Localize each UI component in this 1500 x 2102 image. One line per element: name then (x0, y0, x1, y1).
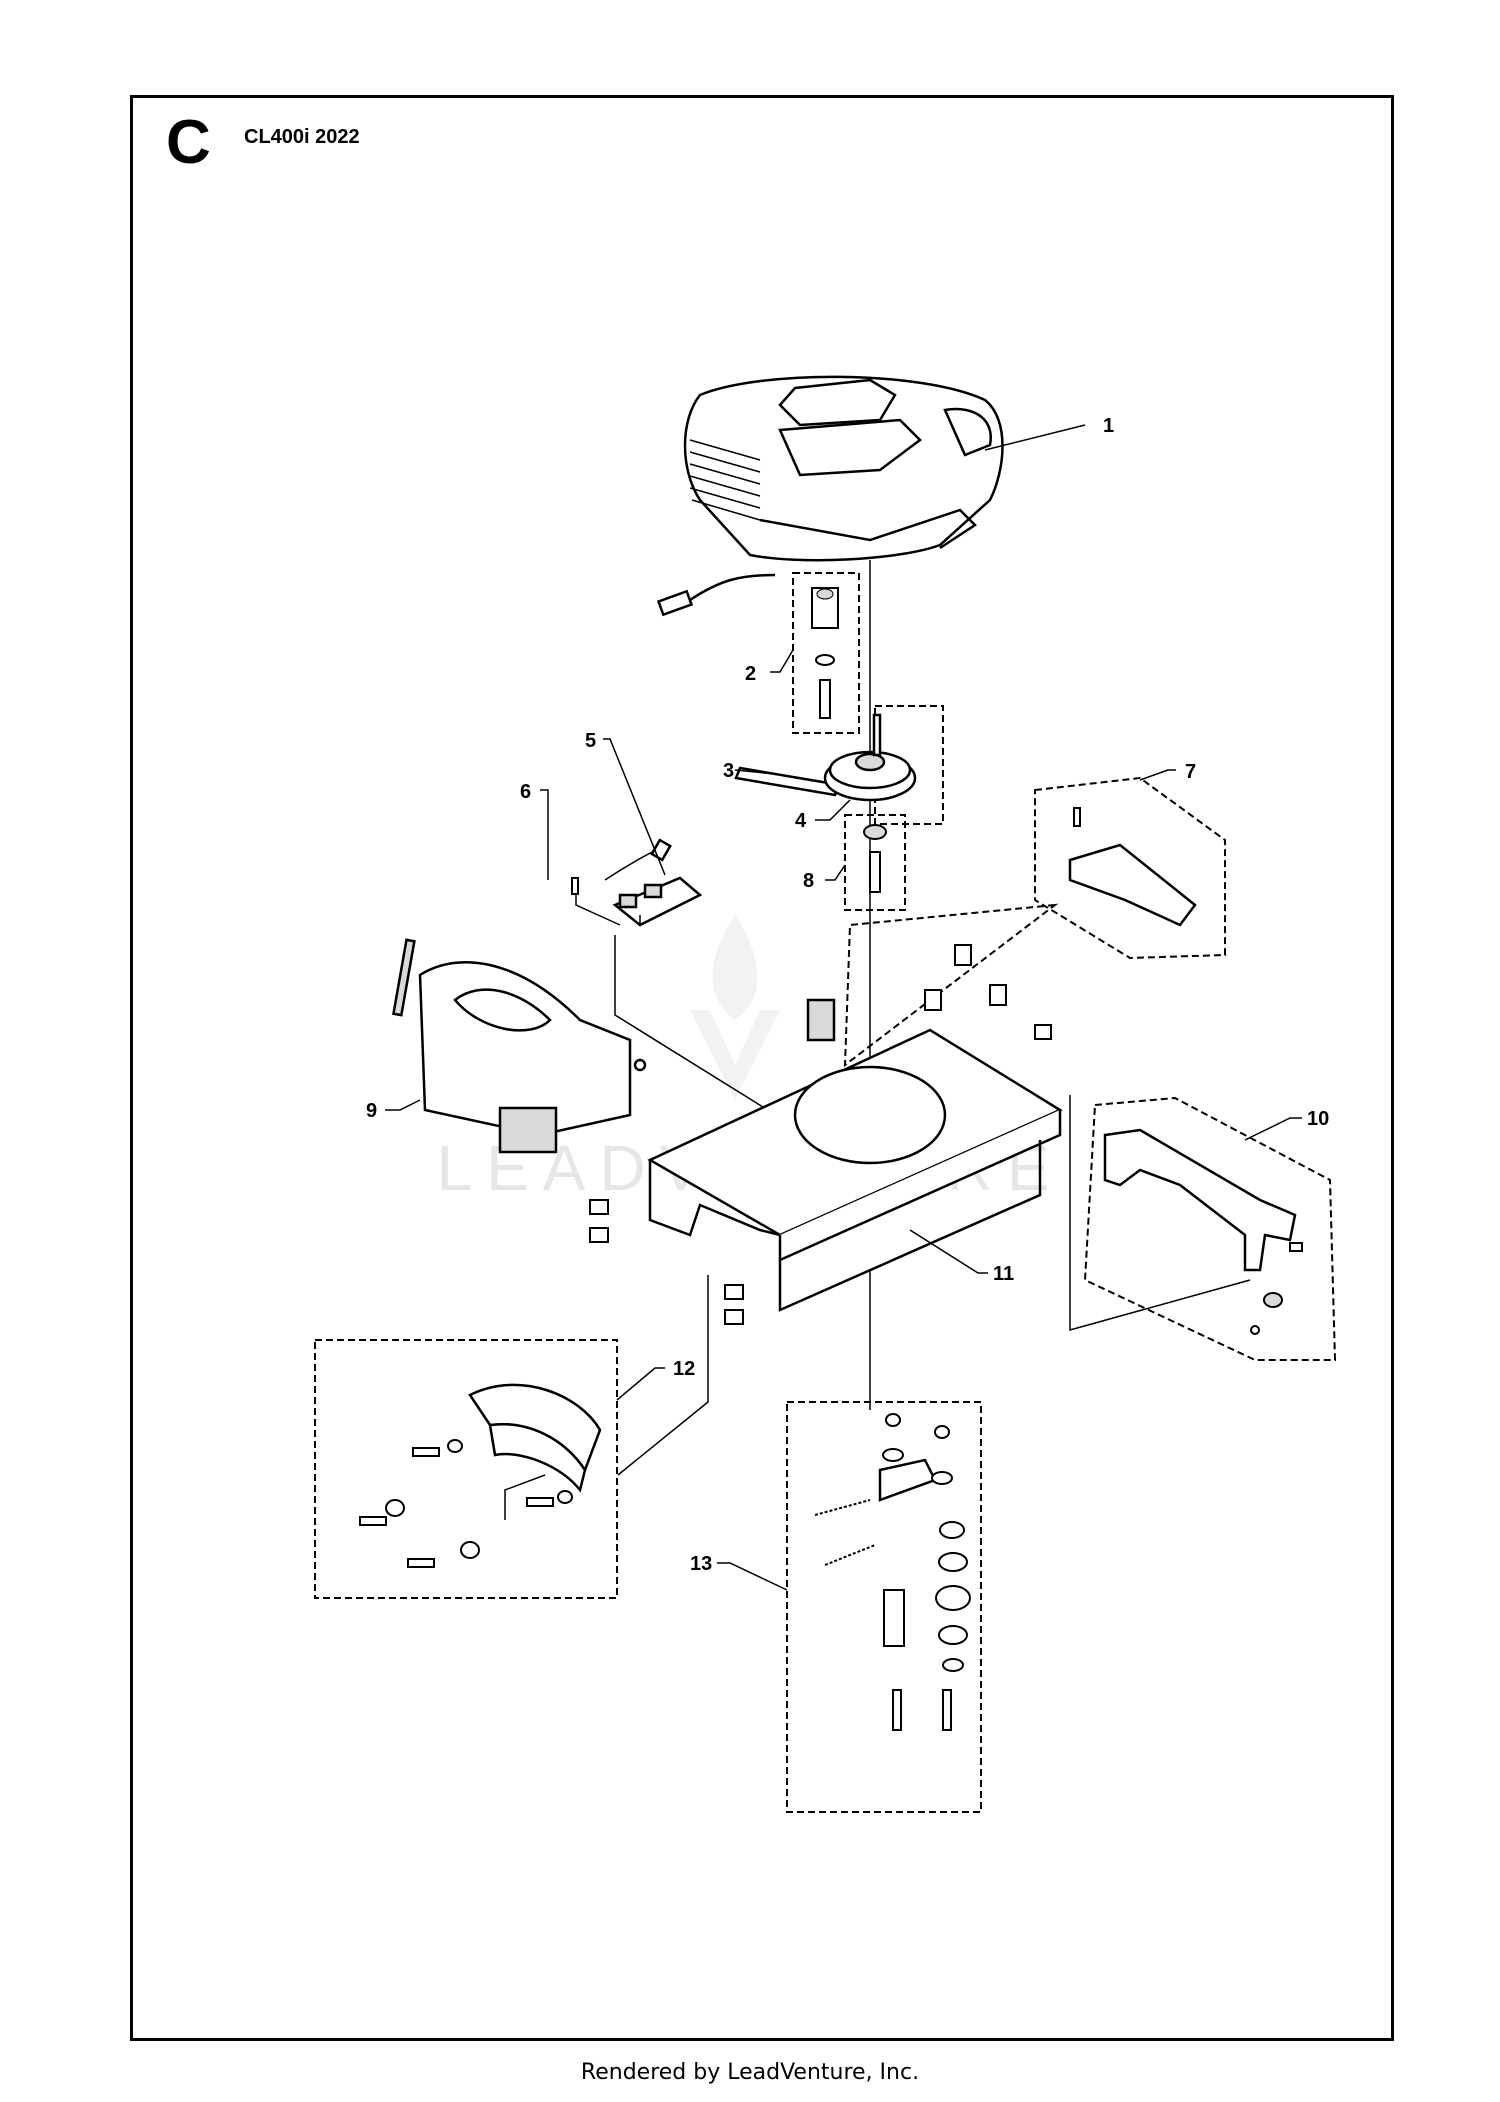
part-9-rear-guard[interactable] (392, 938, 647, 1154)
callout-2: 2 (745, 663, 756, 685)
callout-1: 1 (1103, 415, 1114, 437)
callout-6: 6 (520, 781, 531, 803)
part-12-side-plate-kit[interactable] (314, 1339, 618, 1599)
part-4-pulley[interactable] (823, 705, 944, 825)
part-2-spacer-kit[interactable] (792, 572, 860, 734)
diagram-frame (130, 95, 1394, 2041)
callout-9: 9 (366, 1100, 377, 1122)
part-10-side-bracket[interactable] (1083, 1096, 1337, 1361)
part-13-tension-arm-kit[interactable] (786, 1401, 982, 1813)
callout-4: 4 (795, 810, 807, 832)
callout-10: 10 (1307, 1108, 1329, 1130)
callout-5: 5 (585, 730, 596, 752)
footer-credit: Rendered by LeadVenture, Inc. (580, 2060, 920, 2085)
section-letter: C (166, 108, 211, 177)
part-3-belt[interactable] (734, 766, 842, 797)
callout-8: 8 (803, 870, 814, 892)
part-1-cover[interactable] (656, 375, 1004, 617)
callout-numbers: 1 2 3 4 5 6 7 8 9 10 11 12 13 (366, 415, 1329, 1575)
model-title: CL400i 2022 (244, 126, 360, 148)
part-7-bracket[interactable] (1034, 776, 1226, 960)
callout-3: 3 (723, 760, 734, 782)
part-11-clips[interactable] (589, 944, 1052, 1325)
callout-11: 11 (993, 1263, 1014, 1285)
callout-12: 12 (673, 1358, 695, 1380)
watermark-logo (690, 915, 780, 1100)
part-6-screw[interactable] (571, 877, 579, 895)
callout-leaders (385, 424, 1302, 1591)
part-8-bolt-nut[interactable] (844, 814, 906, 911)
part-5-switch-box[interactable] (604, 838, 703, 927)
leader-switch-cable (614, 935, 801, 1131)
callout-13: 13 (690, 1553, 712, 1575)
callout-7: 7 (1185, 761, 1196, 783)
part-11-chassis-frame[interactable] (647, 998, 1063, 1312)
